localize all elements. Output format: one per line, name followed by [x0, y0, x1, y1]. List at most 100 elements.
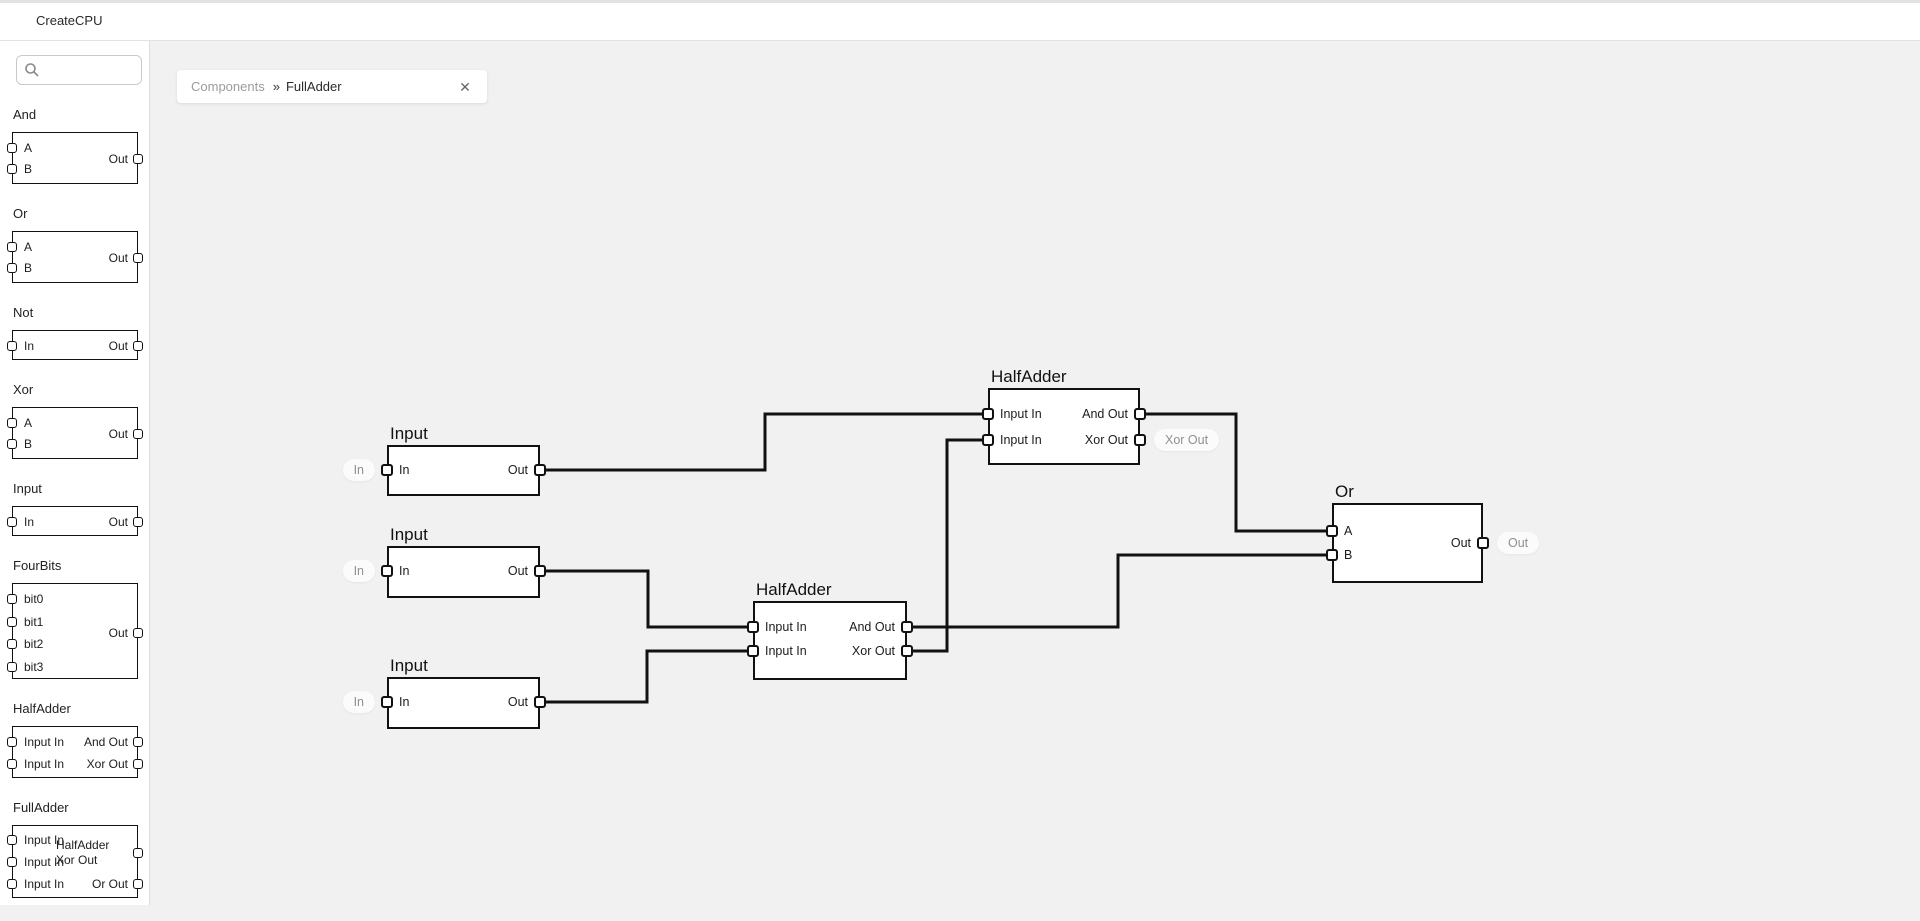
node-title: Input	[390, 656, 428, 675]
port-connector	[7, 617, 17, 627]
external-label-xor-out: Xor Out	[1154, 429, 1220, 451]
external-label-out: Out	[1497, 532, 1540, 554]
port-in-halfadder-bottom-0[interactable]	[747, 621, 759, 633]
search-wrap	[16, 55, 142, 85]
port-in-halfadder-top-0[interactable]	[982, 408, 994, 420]
port-label: Input In	[765, 620, 807, 634]
sidebar-item-label: Xor	[13, 382, 34, 397]
port-in-input-1-0[interactable]	[381, 464, 393, 476]
port-connector	[7, 594, 17, 604]
external-label-in[interactable]: In	[342, 560, 375, 582]
wire[interactable]	[907, 553, 1332, 629]
port-label: Out	[507, 463, 528, 477]
port-out-or-1-0[interactable]	[1477, 537, 1489, 549]
port-label: Out	[108, 515, 128, 529]
tab-close-button[interactable]: ✕	[455, 77, 475, 97]
tab-fulladder[interactable]: Components » FullAdder ✕	[177, 70, 487, 103]
wire[interactable]	[1140, 412, 1332, 533]
port-connector	[7, 639, 17, 649]
port-connector	[133, 759, 143, 769]
port-out-halfadder-top-0[interactable]	[1134, 408, 1146, 420]
port-out-input-1-0[interactable]	[534, 464, 546, 476]
port-out-input-2-0[interactable]	[534, 565, 546, 577]
wire[interactable]	[540, 569, 753, 629]
port-label: Input In	[24, 757, 65, 771]
component-preview-input[interactable]: In Out	[7, 506, 143, 536]
close-icon: ✕	[459, 78, 471, 95]
wire-layer	[540, 412, 1332, 704]
port-connector	[7, 759, 17, 769]
node-title: HalfAdder	[991, 367, 1067, 386]
port-label: In	[24, 515, 35, 529]
port-connector	[7, 879, 17, 889]
external-label-in[interactable]: In	[342, 459, 375, 481]
port-out-input-3-0[interactable]	[534, 696, 546, 708]
port-label: Xor Out	[851, 644, 895, 658]
port-label: Input In	[24, 877, 65, 891]
port-label: Xor Out	[1084, 433, 1128, 447]
port-label: And Out	[1082, 407, 1128, 421]
port-in-or-1-1[interactable]	[1326, 549, 1338, 561]
sidebar-item-label: Not	[13, 305, 34, 320]
sidebar-item-label: Input	[13, 481, 42, 496]
port-connector	[133, 737, 143, 747]
port-label: B	[24, 162, 33, 176]
sidebar-item-label: And	[13, 107, 37, 122]
port-label: In	[399, 463, 410, 477]
port-out-halfadder-bottom-1[interactable]	[901, 645, 913, 657]
port-in-halfadder-top-1[interactable]	[982, 434, 994, 446]
sidebar-item-label: Or	[13, 206, 28, 221]
port-connector	[7, 341, 17, 351]
external-label-in[interactable]: In	[342, 691, 375, 713]
port-connector	[7, 418, 17, 428]
port-label: Input In	[765, 644, 807, 658]
port-label: Out	[108, 339, 128, 353]
port-label: Input In	[24, 855, 65, 869]
port-label: In	[24, 339, 35, 353]
port-in-halfadder-bottom-1[interactable]	[747, 645, 759, 657]
wire[interactable]	[907, 438, 988, 653]
window-top-edge	[0, 0, 1920, 3]
port-out-halfadder-top-1[interactable]	[1134, 434, 1146, 446]
wire[interactable]	[540, 649, 753, 704]
port-in-input-3-0[interactable]	[381, 696, 393, 708]
port-label: HalfAdder Xor Out	[56, 838, 110, 867]
port-label: Or Out	[91, 877, 128, 891]
port-label: bit0	[24, 592, 44, 606]
port-connector	[133, 628, 143, 638]
breadcrumb-components[interactable]: Components	[191, 79, 265, 94]
sidebar-item-label: FullAdder	[13, 800, 69, 815]
port-in-input-2-0[interactable]	[381, 565, 393, 577]
port-connector	[133, 429, 143, 439]
port-connector	[7, 835, 17, 845]
port-in-or-1-0[interactable]	[1326, 525, 1338, 537]
port-label: B	[1344, 548, 1353, 562]
component-preview-not[interactable]: In Out	[7, 330, 143, 360]
port-label: Out	[108, 427, 128, 441]
wire[interactable]	[540, 412, 988, 472]
port-connector	[7, 242, 17, 252]
port-label: B	[24, 261, 33, 275]
port-out-halfadder-bottom-0[interactable]	[901, 621, 913, 633]
node-title: Input	[390, 424, 428, 443]
port-connector	[7, 263, 17, 273]
sidebar-item-label: FourBits	[13, 558, 62, 573]
port-connector	[133, 517, 143, 527]
search-input[interactable]	[16, 55, 142, 85]
